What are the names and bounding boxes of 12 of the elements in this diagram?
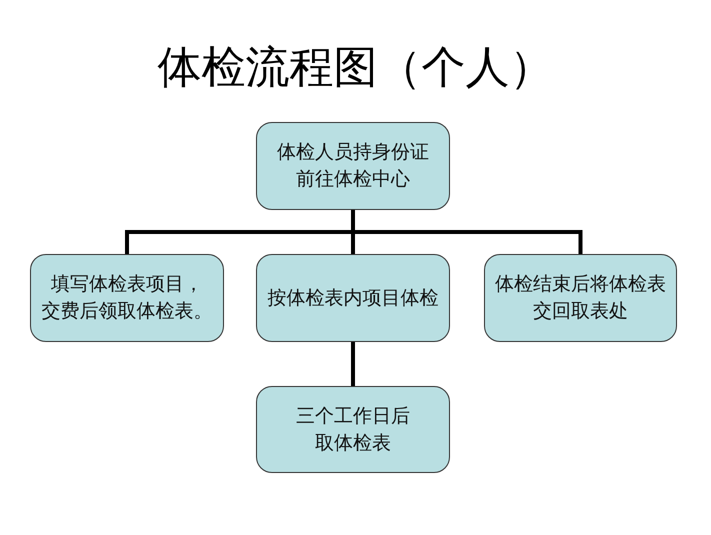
connector-line (351, 342, 355, 386)
box-text: 填写体检表项目，交费后领取体检表。 (40, 272, 214, 324)
process-box (484, 254, 677, 342)
box-text: 体检结束后将体检表交回取表处 (494, 272, 667, 324)
box-text: 三个工作日后取体检表 (295, 404, 411, 456)
process-box (256, 122, 450, 210)
title: 体检流程图（个人） (156, 41, 554, 95)
process-box (30, 254, 224, 342)
box-text: 体检人员持身份证前往体检中心 (276, 140, 430, 192)
process-box (256, 386, 450, 473)
box-text: 按体检表内项目体检 (266, 286, 440, 310)
process-box (256, 254, 450, 342)
